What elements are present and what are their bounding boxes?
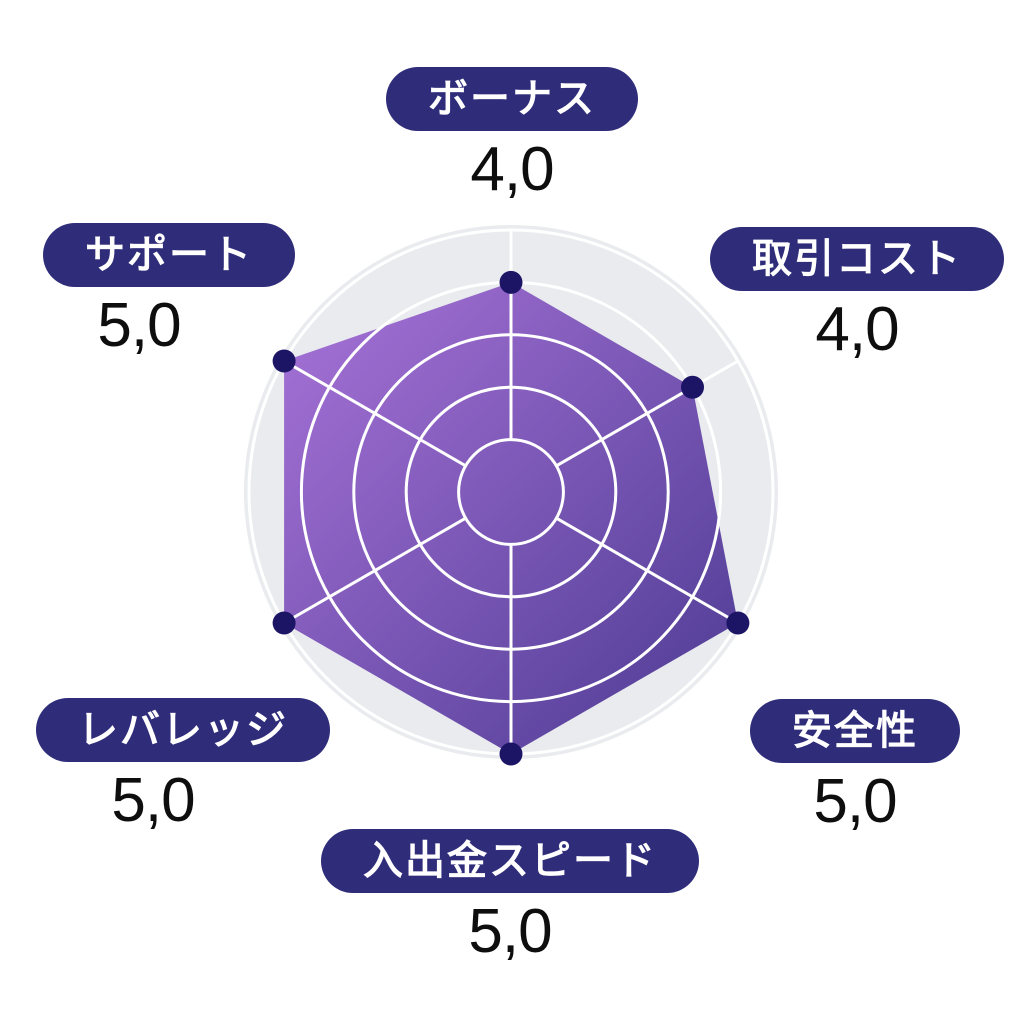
- axis-pill-bonus: ボーナス: [386, 67, 638, 131]
- grid-spoke-1: [555, 359, 739, 468]
- grid-spoke-5: [283, 359, 467, 468]
- axis-pill-safety: 安全性: [750, 699, 960, 763]
- data-point-4: [272, 611, 296, 635]
- axis-trading-cost: 取引コスト 4,0: [710, 227, 1004, 361]
- axis-pill-support: サポート: [43, 223, 295, 287]
- axis-pill-leverage: レバレッジ: [36, 698, 330, 762]
- axis-value-deposit-speed: 5,0: [468, 897, 552, 966]
- axis-value-support: 5,0: [97, 291, 181, 360]
- axis-pill-deposit-speed: 入出金スピード: [321, 829, 699, 893]
- axis-value-leverage: 5,0: [111, 766, 195, 835]
- data-point-3: [499, 742, 523, 766]
- axis-leverage: レバレッジ 5,0: [36, 698, 330, 832]
- grid-spoke-4: [283, 516, 467, 625]
- axis-bonus: ボーナス 4,0: [386, 67, 638, 201]
- axis-support: サポート 5,0: [43, 223, 295, 357]
- data-polygon: [284, 282, 738, 754]
- data-point-1: [681, 375, 704, 399]
- data-point-0: [499, 270, 523, 294]
- axis-safety: 安全性 5,0: [750, 699, 960, 833]
- axis-value-safety: 5,0: [813, 767, 897, 836]
- axis-pill-trading-cost: 取引コスト: [710, 227, 1004, 291]
- axis-deposit-speed: 入出金スピード 5,0: [321, 829, 699, 963]
- axis-value-bonus: 4,0: [470, 135, 554, 204]
- axis-value-trading-cost: 4,0: [815, 295, 899, 364]
- grid-spoke-2: [555, 516, 739, 625]
- data-point-5: [272, 349, 296, 373]
- data-point-2: [726, 611, 750, 635]
